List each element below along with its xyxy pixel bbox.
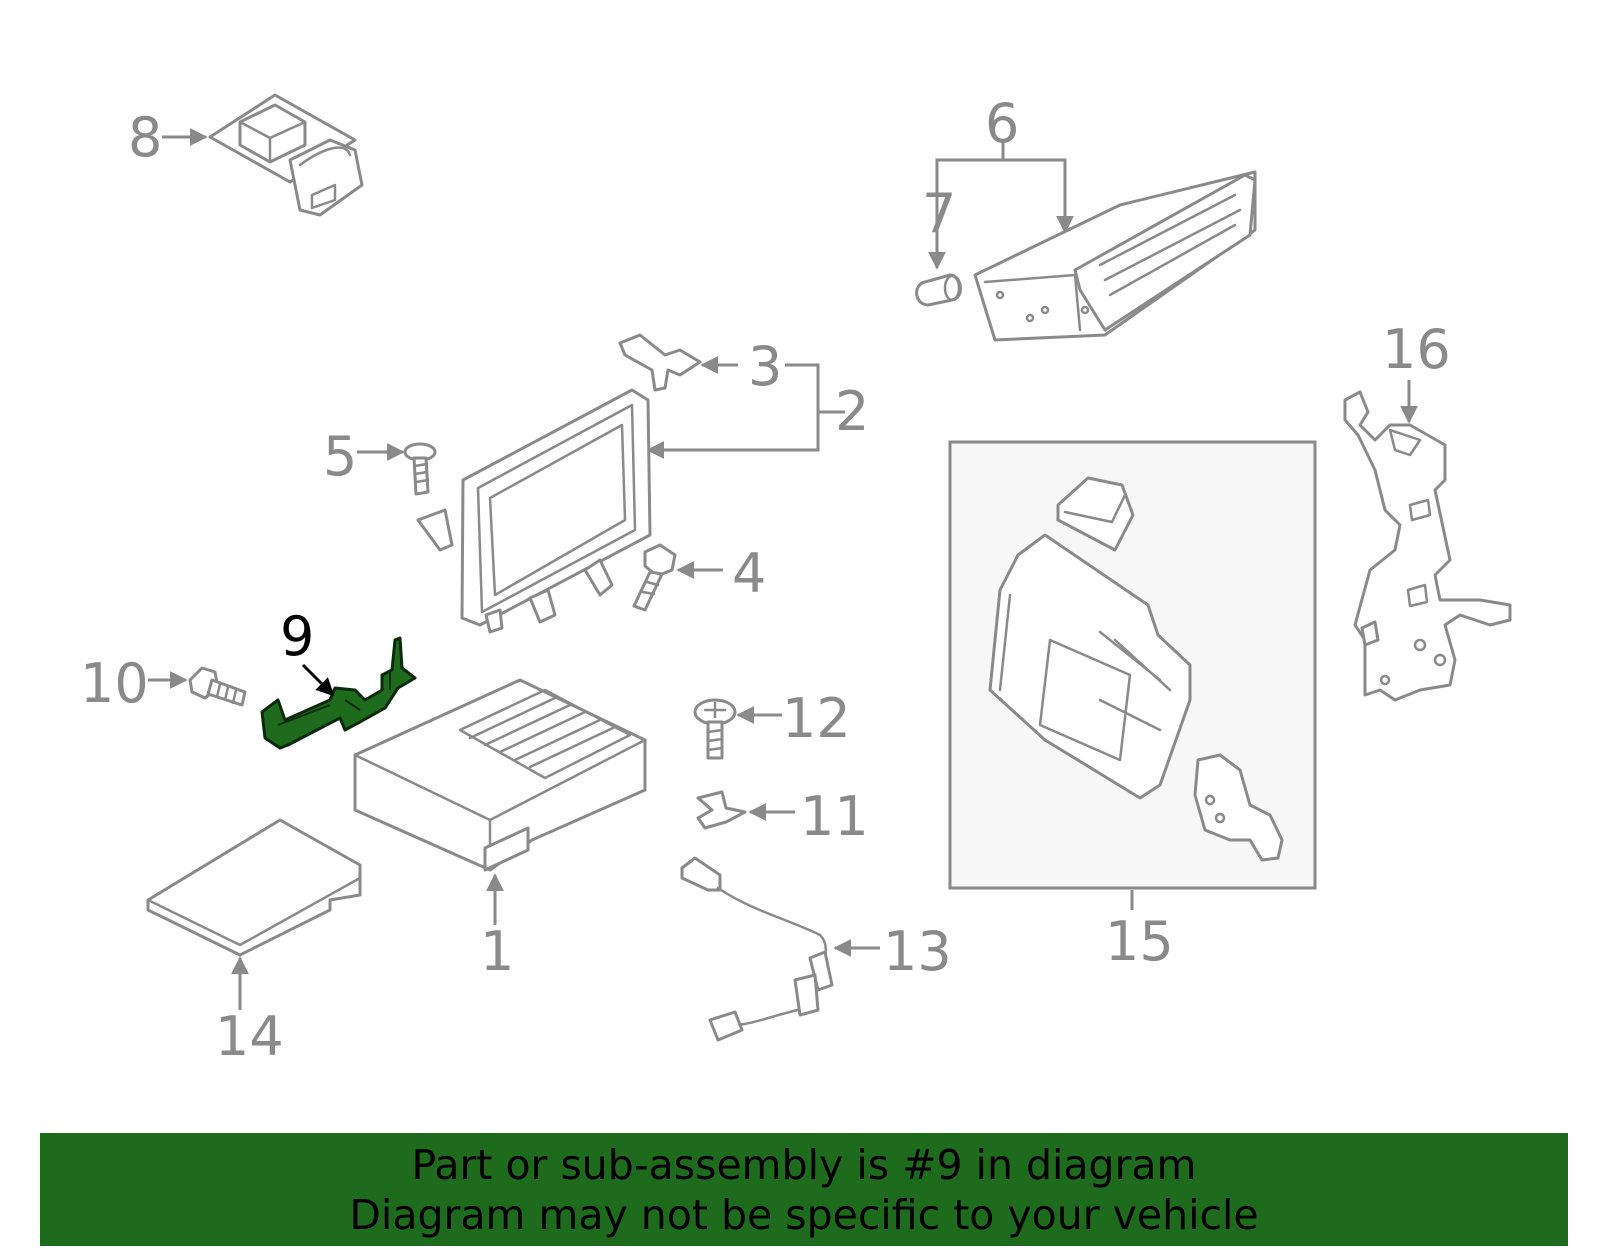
callout-4: 4 [732,542,766,605]
callout-3: 3 [748,335,782,398]
info-banner: Part or sub-assembly is #9 in diagram Di… [40,1133,1568,1246]
part-16-mounting-bracket[interactable] [1343,390,1512,702]
part-4-bolt[interactable] [632,543,677,612]
callout-11: 11 [800,785,869,848]
part-8-sensor-bracket[interactable] [208,93,364,217]
part-13-wire-harness[interactable] [680,856,834,1042]
part-14-cover-plate[interactable] [146,818,362,957]
leader-2 [646,363,820,459]
callout-7: 7 [922,182,956,245]
part-1-amplifier-module[interactable] [353,678,647,872]
part-2-display-screen[interactable] [416,388,652,634]
part-3-bracket[interactable] [618,333,702,392]
callout-5: 5 [323,425,357,488]
callout-1: 1 [480,920,514,983]
part-15-module-assembly [988,476,1284,862]
part-5-screw[interactable] [403,442,437,496]
part-11-clip[interactable] [696,790,747,830]
callout-15: 15 [1105,910,1174,973]
callout-2: 2 [835,380,869,443]
part-7-knob[interactable] [915,273,962,307]
callout-10: 10 [80,652,149,715]
callout-9: 9 [280,605,314,668]
callout-12: 12 [782,687,851,750]
callout-14: 14 [215,1005,284,1068]
leader-9 [301,663,335,697]
callout-16: 16 [1382,318,1451,381]
banner-line-1: Part or sub-assembly is #9 in diagram [411,1140,1197,1189]
part-12-screw[interactable] [693,698,737,760]
callout-8: 8 [128,106,162,169]
callout-6: 6 [985,92,1019,155]
banner-line-2: Diagram may not be specific to your vehi… [349,1190,1259,1239]
part-6-media-unit[interactable] [973,170,1257,342]
part-10-bolt[interactable] [188,666,247,707]
callout-13: 13 [883,920,952,983]
leader-6 [935,158,1074,234]
